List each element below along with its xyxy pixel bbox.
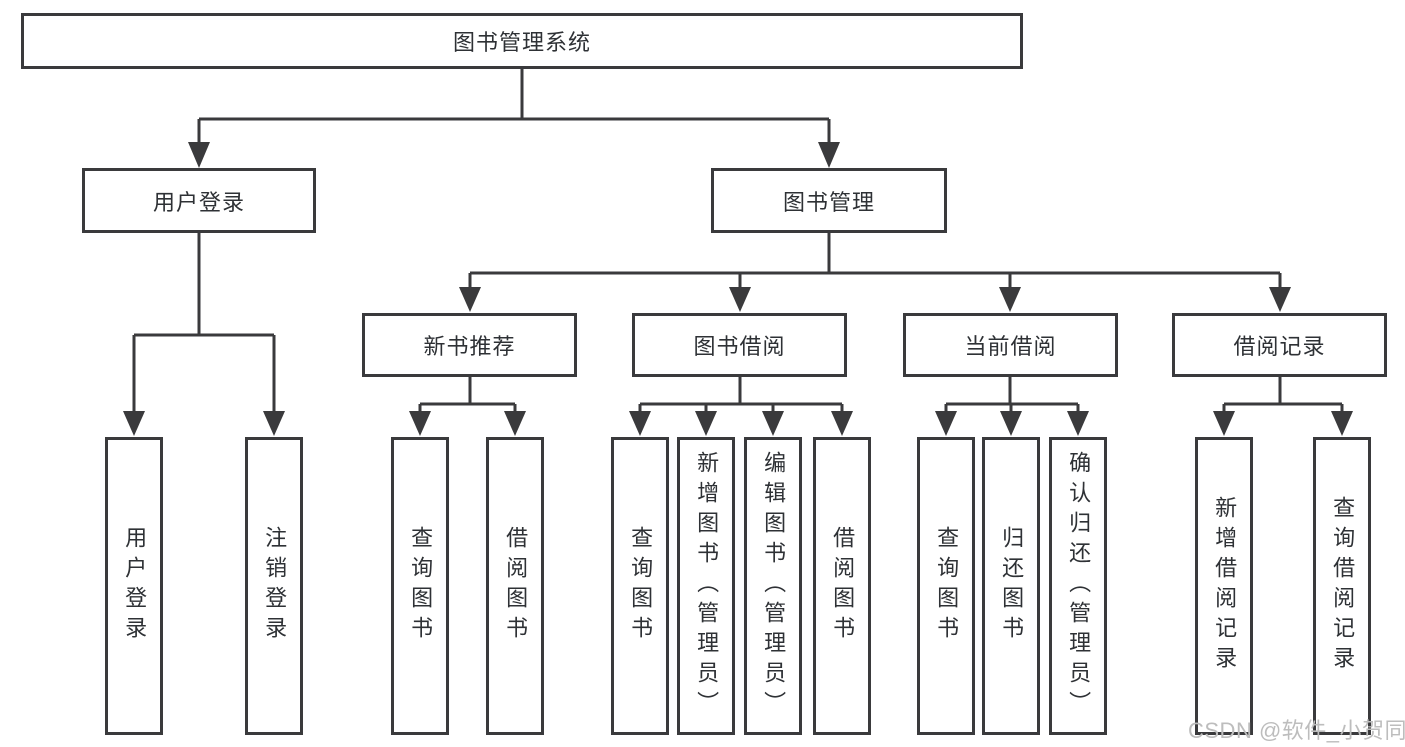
leaf-add-book-admin: 新增图书（管理员）: [677, 437, 735, 735]
leaf-query-borrow-record: 查询借阅记录: [1313, 437, 1371, 735]
arrowhead: [935, 411, 957, 436]
arrowhead: [1269, 287, 1291, 312]
node-user-login: 用户登录: [82, 168, 316, 233]
leaf-add-borrow-record: 新增借阅记录: [1195, 437, 1253, 735]
connector-book-management-branch: [468, 233, 1282, 289]
leaf-edit-book-admin: 编辑图书（管理员）: [744, 437, 802, 735]
arrowhead: [123, 411, 145, 436]
arrowhead: [1331, 411, 1353, 436]
arrowhead: [629, 411, 651, 436]
watermark-text: CSDN @软件_小贺同学: [1188, 718, 1405, 743]
arrowhead: [818, 142, 840, 168]
node-library-management-system: 图书管理系统: [21, 13, 1023, 69]
arrowhead: [1000, 411, 1022, 436]
arrowhead: [729, 287, 751, 312]
node-book-management: 图书管理: [711, 168, 947, 233]
node-new-book-recommendation: 新书推荐: [362, 313, 577, 377]
leaf-query-books-recommend: 查询图书: [391, 437, 449, 735]
arrowhead: [1213, 411, 1235, 436]
leaf-logout: 注销登录: [245, 437, 303, 735]
node-borrowing-records: 借阅记录: [1172, 313, 1387, 377]
connector-user-login-branch: [132, 233, 276, 413]
arrowhead: [504, 411, 526, 436]
arrowhead: [409, 411, 431, 436]
leaf-user-login: 用户登录: [105, 437, 163, 735]
leaf-return-books: 归还图书: [982, 437, 1040, 735]
connector-current-borrow-branch: [944, 377, 1080, 413]
leaf-query-books-borrowing: 查询图书: [611, 437, 669, 735]
arrowhead: [762, 411, 784, 436]
arrowhead: [263, 411, 285, 436]
arrowheads: [123, 142, 1353, 436]
connector-root-to-level2: [197, 69, 831, 144]
leaf-borrow-books-recommend: 借阅图书: [486, 437, 544, 735]
arrowhead: [459, 287, 481, 312]
connector-borrow-records-branch: [1222, 377, 1344, 413]
arrowhead: [695, 411, 717, 436]
leaf-confirm-return-admin: 确认归还（管理员）: [1049, 437, 1107, 735]
leaf-query-books-current: 查询图书: [917, 437, 975, 735]
connector-new-book-branch: [418, 377, 517, 413]
leaf-borrow-books-borrowing: 借阅图书: [813, 437, 871, 735]
arrowhead: [999, 287, 1021, 312]
node-current-borrowing: 当前借阅: [903, 313, 1118, 377]
arrowhead: [188, 142, 210, 168]
connector-book-borrow-branch: [638, 377, 844, 413]
arrowhead: [1067, 411, 1089, 436]
arrowhead: [831, 411, 853, 436]
node-book-borrowing: 图书借阅: [632, 313, 847, 377]
